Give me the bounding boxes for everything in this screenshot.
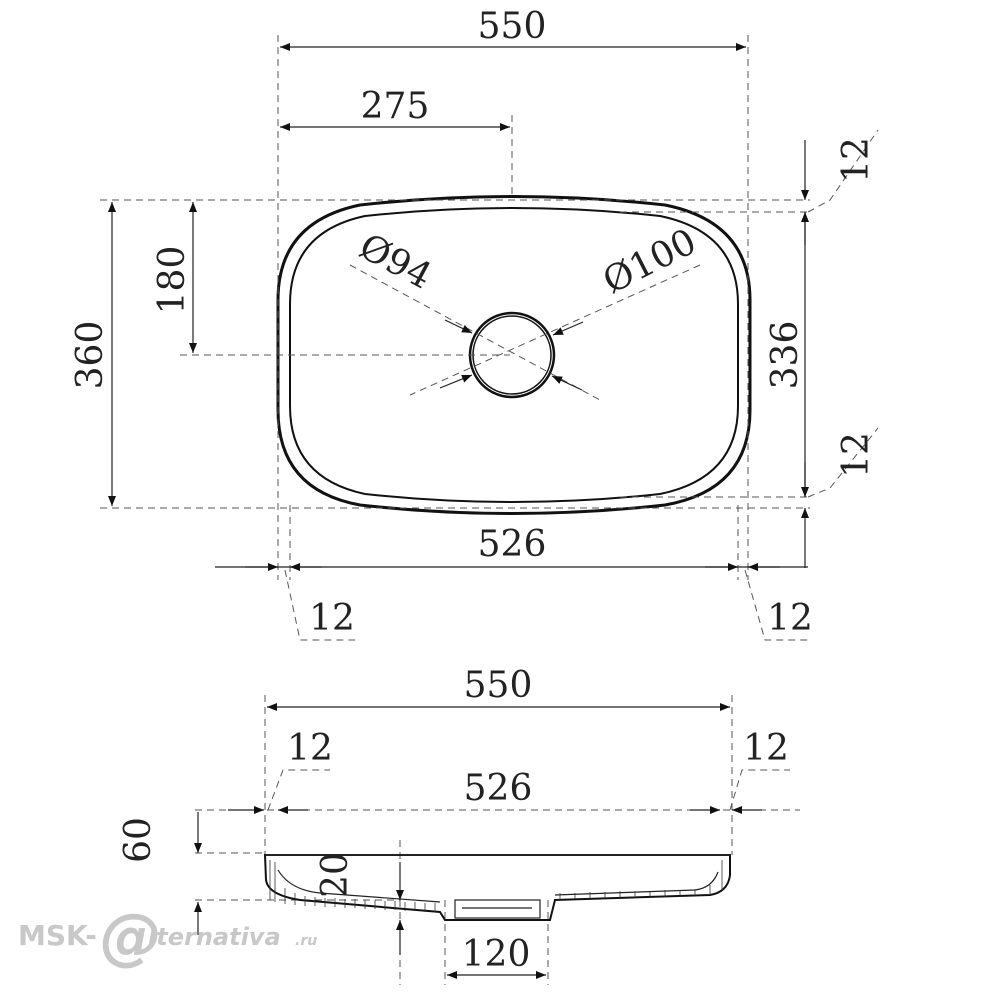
side-dim-rim-right-12: 12: [743, 728, 789, 769]
drain-section: [454, 899, 541, 919]
leader-arrow: [552, 321, 584, 336]
side-dim-drain-120: 120: [462, 934, 531, 975]
svg-text:.ru: .ru: [295, 933, 317, 949]
dim-width-550: 550: [478, 6, 547, 47]
svg-text:lternativa: lternativa: [148, 923, 281, 951]
dim-rim-top-12: 12: [836, 137, 877, 183]
watermark-logo: MSK- @ lternativa .ru: [18, 900, 317, 973]
side-dim-width-526: 526: [464, 768, 533, 809]
dim-height-360: 360: [70, 321, 111, 390]
section-hatching: [269, 860, 723, 912]
leader-arrow: [439, 374, 473, 389]
side-dim-width-550: 550: [464, 665, 533, 706]
svg-text:MSK-: MSK-: [18, 919, 97, 952]
dim-diameter-100: Ø100: [597, 221, 703, 302]
dim-rim-left-12: 12: [309, 598, 355, 639]
side-dim-rim-left-12: 12: [287, 728, 333, 769]
basin-side-profile: [263, 854, 731, 921]
svg-text:@: @: [100, 900, 162, 973]
side-view: 550 12 12 526 60 20 120: [118, 665, 800, 985]
dim-rim-right-12: 12: [767, 598, 813, 639]
basin-inner-outline: [289, 207, 739, 503]
dim-height-180: 180: [152, 246, 193, 315]
leader-arrow: [444, 319, 473, 334]
dim-width-526: 526: [478, 524, 547, 565]
top-view: 550 275 360 180 336 12 12 526 12 12: [70, 6, 879, 641]
dim-width-275: 275: [361, 86, 430, 127]
dim-rim-bottom-12: 12: [836, 432, 877, 478]
dim-diameter-94: Ø94: [353, 226, 439, 298]
side-dim-height-60: 60: [118, 817, 159, 863]
dim-height-336: 336: [765, 321, 806, 390]
side-dim-thickness-20: 20: [315, 852, 356, 898]
leader-arrow: [551, 375, 583, 391]
